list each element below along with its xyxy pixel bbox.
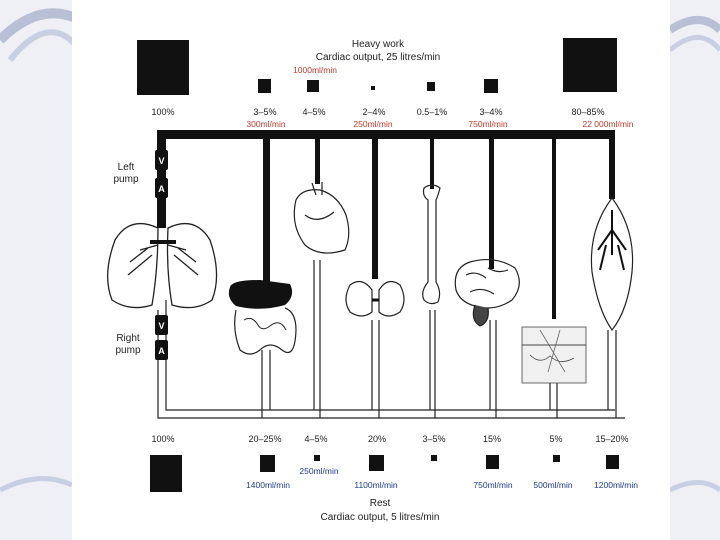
- rest-square-brain: [486, 455, 499, 469]
- rest-pct-brain: 15%: [483, 434, 501, 444]
- left-pump-label-2: pump: [113, 174, 138, 185]
- right-pump-valve-a: [155, 340, 168, 360]
- left-pump-label-1: Left: [118, 162, 135, 173]
- rest-kidney-flow: 1100ml/min: [354, 480, 398, 490]
- rest-pct-muscle: 15–20%: [595, 434, 628, 444]
- heavy-square-bone: [427, 82, 435, 91]
- right-pump-valve-a-label: A: [158, 346, 165, 356]
- kidney-illustration: [345, 280, 405, 317]
- rest-brain-flow: 750ml/min: [473, 480, 512, 490]
- heavy-work-title: Heavy work: [352, 39, 405, 50]
- right-pump-label-2: pump: [115, 345, 140, 356]
- rest-skin-flow: 500ml/min: [533, 480, 572, 490]
- heavy-pct-gut: 3–5%: [253, 107, 276, 117]
- rest-square-skin: [553, 455, 560, 462]
- rest-square-kidney: [369, 455, 384, 471]
- bone-illustration: [422, 184, 441, 305]
- heavy-cardiac-output: Cardiac output, 25 litres/min: [316, 52, 441, 63]
- rest-square-muscle: [606, 455, 619, 469]
- heavy-pct-kidney: 2–4%: [362, 107, 385, 117]
- rest-square-bone: [431, 455, 437, 461]
- right-pump-valve-v: [155, 315, 168, 335]
- rest-square-total: [150, 455, 182, 492]
- arterial-trunk: [157, 130, 615, 319]
- heavy-heart-flow: 1000ml/min: [293, 65, 337, 75]
- rest-pct-total: 100%: [151, 434, 174, 444]
- left-pump-valve-a-label: A: [158, 184, 165, 194]
- heavy-square-heart: [307, 80, 319, 92]
- heavy-square-muscle: [563, 38, 617, 92]
- rest-pct-skin: 5%: [549, 434, 562, 444]
- heavy-pct-total: 100%: [151, 107, 174, 117]
- heavy-muscle-flow: 22 000ml/min: [582, 119, 633, 129]
- brain-illustration: [454, 258, 520, 327]
- rest-title: Rest: [370, 498, 391, 509]
- heavy-pct-heart: 4–5%: [302, 107, 325, 117]
- right-pump-valve-v-label: V: [158, 321, 164, 331]
- gut-illustration: [228, 280, 297, 355]
- left-pump-valve-v: [155, 150, 168, 170]
- heavy-square-kidney: [371, 86, 375, 90]
- heavy-square-gut: [258, 79, 271, 93]
- right-pump-label-1: Right: [116, 333, 140, 344]
- lungs-illustration: [107, 222, 218, 309]
- rest-pct-bone: 3–5%: [422, 434, 445, 444]
- heavy-square-total: [137, 40, 189, 95]
- heart-illustration: [293, 182, 350, 254]
- heavy-brain-flow: 750ml/min: [468, 119, 507, 129]
- heavy-pct-muscle: 80–85%: [571, 107, 604, 117]
- heavy-gut-flow: 300ml/min: [246, 119, 285, 129]
- heavy-pct-bone: 0.5–1%: [417, 107, 448, 117]
- left-pump-valve-a: [155, 178, 168, 198]
- muscle-illustration: [590, 196, 634, 332]
- left-pump-valve-v-label: V: [158, 156, 164, 166]
- rest-square-heart: [314, 455, 320, 461]
- rest-square-gut: [260, 455, 275, 472]
- circulation-diagram: Heavy work Cardiac output, 25 litres/min…: [72, 0, 670, 540]
- heavy-kidney-flow: 250ml/min: [353, 119, 392, 129]
- rest-muscle-flow: 1200ml/min: [594, 480, 638, 490]
- skin-illustration: [521, 326, 587, 384]
- rest-pct-heart: 4–5%: [304, 434, 327, 444]
- rest-pct-kidney: 20%: [368, 434, 386, 444]
- heavy-square-brain: [484, 79, 498, 93]
- heavy-pct-brain: 3–4%: [479, 107, 502, 117]
- rest-heart-flow: 250ml/min: [299, 466, 338, 476]
- rest-cardiac-output: Cardiac output, 5 litres/min: [321, 512, 440, 523]
- rest-pct-gut: 20–25%: [248, 434, 281, 444]
- rest-gut-flow: 1400ml/min: [246, 480, 290, 490]
